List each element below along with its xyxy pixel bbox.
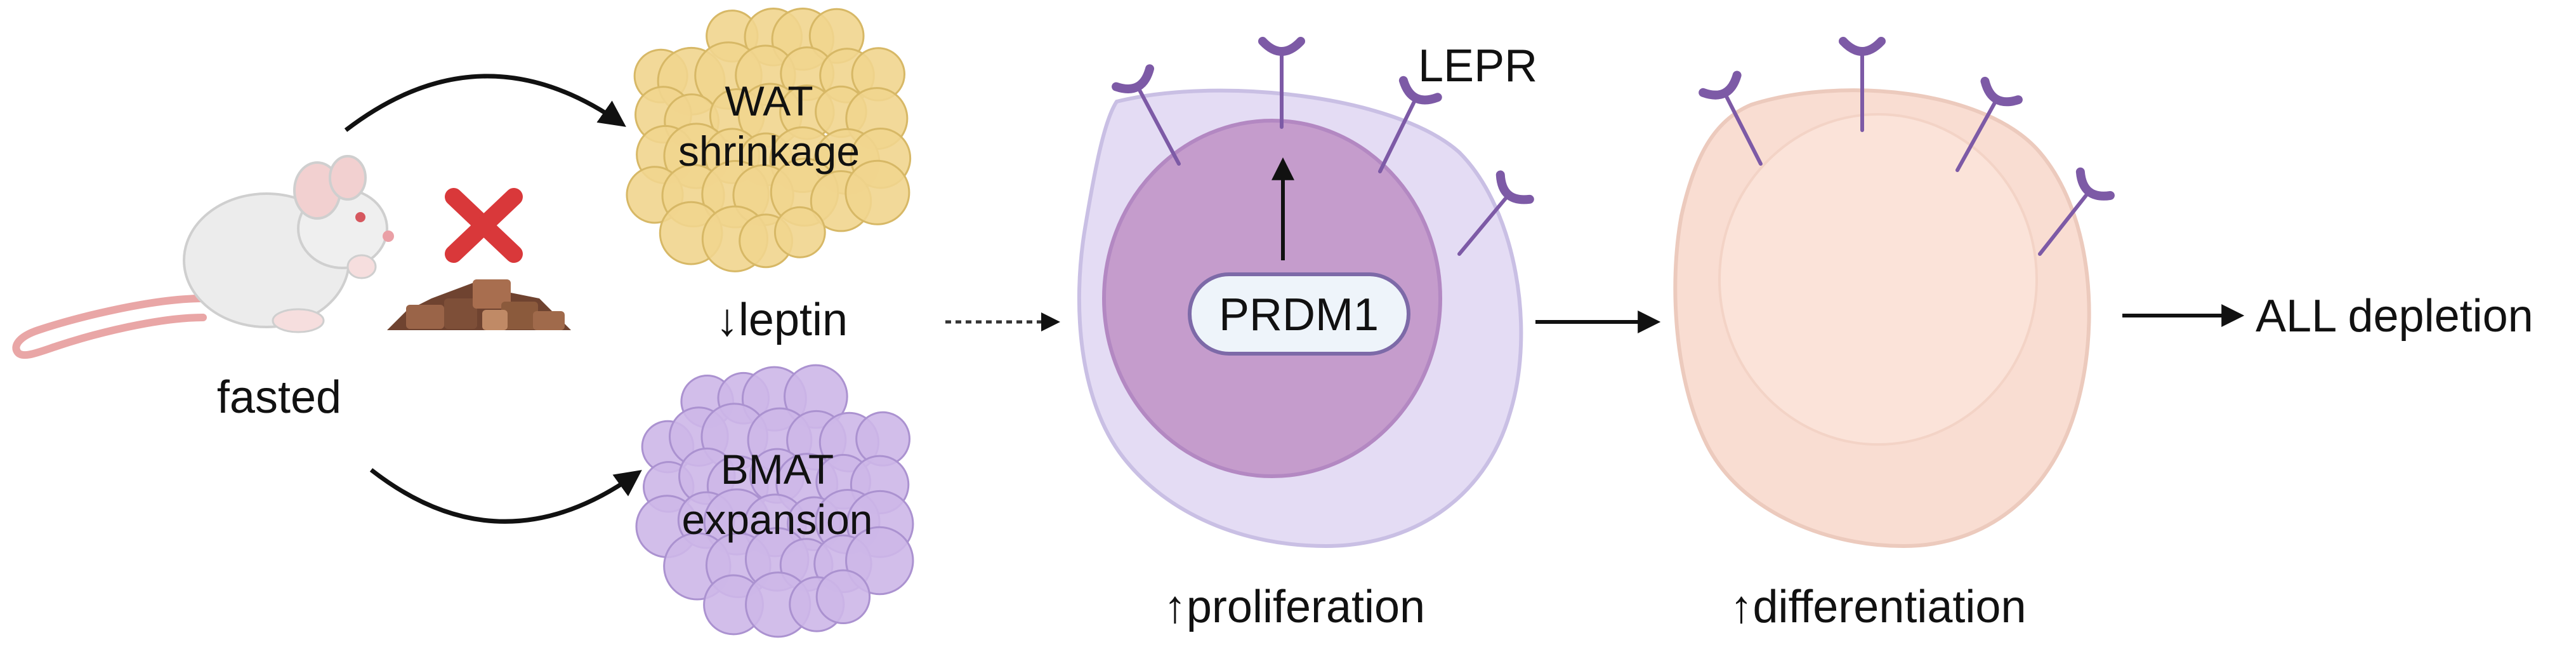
wat-label-line1: WAT [725, 77, 813, 124]
fat-droplet [845, 526, 914, 596]
prdm1-capsule [1188, 272, 1410, 356]
leptin-label: ↓leptin [715, 295, 848, 345]
mouse-icon [12, 155, 394, 359]
arrow-to-bmat [369, 468, 642, 524]
fat-droplet [844, 159, 910, 225]
receptor-icon [1258, 37, 1305, 129]
fat-droplet [815, 569, 871, 625]
prdm1-label: PRDM1 [1218, 290, 1379, 340]
lepr-label: LEPR [1418, 41, 1538, 91]
proliferating-cell [1077, 88, 1523, 549]
receptor-icon [1112, 64, 1181, 166]
cross-icon [445, 188, 523, 263]
bmat-label-line1: BMAT [720, 446, 834, 493]
marrow-adipose-cluster-icon [635, 364, 914, 638]
receptor-icon [1699, 70, 1763, 166]
bmat-label-line2: expansion [681, 496, 873, 544]
receptor-icon [1839, 37, 1886, 132]
bmat-label: BMAT expansion [682, 444, 873, 545]
receptor-icon [1378, 76, 1442, 173]
arrow-to-wat [344, 74, 626, 132]
white-adipose-cluster-icon [626, 8, 912, 272]
outcome-label: ALL depletion [2256, 291, 2533, 342]
wat-label-line2: shrinkage [678, 128, 860, 175]
food-pellets-icon [387, 279, 571, 330]
differentiation-label: ↑differentiation [1730, 582, 2027, 632]
receptor-icon [1955, 76, 2023, 172]
receptor-icon [2038, 167, 2115, 256]
proliferation-label: ↑proliferation [1163, 582, 1426, 632]
differentiating-cell [1673, 88, 2091, 549]
fasted-label: fasted [216, 372, 342, 423]
fat-droplet [773, 206, 826, 258]
receptor-icon [1457, 170, 1534, 256]
wat-label: WAT shrinkage [678, 76, 860, 177]
